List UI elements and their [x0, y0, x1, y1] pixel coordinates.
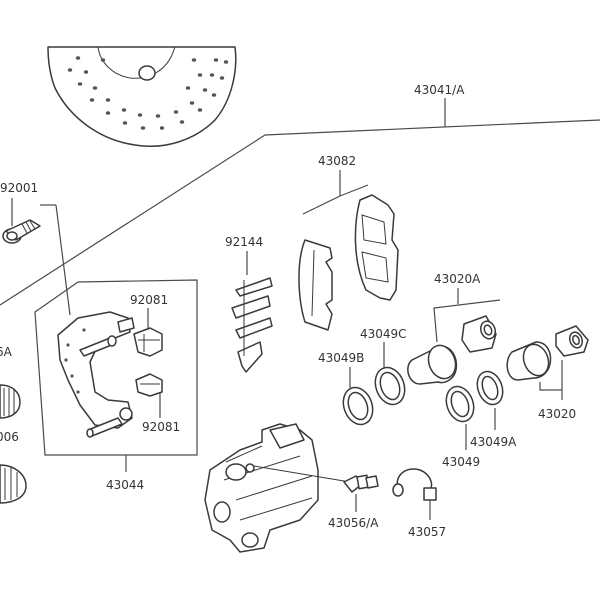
piston-43020a — [407, 344, 458, 385]
pad-spring-92144 — [231, 277, 273, 373]
edge-part-upper — [0, 384, 21, 419]
label-43049: 43049 — [442, 455, 480, 469]
label-edge-upper: 6A — [0, 345, 13, 359]
bleeder-43056-a — [343, 474, 379, 493]
label-43049b: 43049B — [318, 351, 364, 365]
leader-43020 — [539, 360, 563, 400]
label-43049a: 43049A — [470, 435, 517, 449]
label-43020a: 43020A — [434, 272, 481, 286]
label-43020: 43020 — [538, 407, 576, 421]
leader-92001-to-bracket — [55, 204, 71, 316]
label-92081-upper: 92081 — [130, 293, 168, 307]
label-edge-lower: 006 — [0, 430, 19, 444]
seal-43049c — [374, 366, 406, 406]
label-43049c: 43049C — [360, 327, 407, 341]
seal-43049 — [445, 385, 475, 423]
seal-43049a — [476, 370, 504, 406]
label-43057: 43057 — [408, 525, 446, 539]
bolt-92001 — [2, 219, 41, 244]
brake-disc — [47, 46, 237, 147]
label-43041-a: 43041/A — [414, 83, 465, 97]
edge-part-lower — [0, 464, 27, 504]
brake-pad-left — [298, 239, 333, 331]
label-92144: 92144 — [225, 235, 263, 249]
label-43082: 43082 — [318, 154, 356, 168]
assembly-bracket-line — [0, 119, 600, 306]
boot-92081-upper — [133, 327, 163, 357]
caliper-body — [204, 423, 351, 553]
piston-43020 — [506, 341, 552, 381]
label-92001: 92001 — [0, 181, 38, 195]
seal-43049b — [342, 386, 374, 426]
caliper-bracket — [57, 311, 135, 438]
label-43044: 43044 — [106, 478, 144, 492]
leader-43020a — [433, 288, 501, 343]
piston-43020a-insulator — [461, 315, 497, 353]
piston-43020-insulator — [555, 325, 589, 357]
label-92081-lower: 92081 — [142, 420, 180, 434]
cap-43057 — [392, 468, 437, 501]
brake-pad-right — [354, 194, 399, 301]
leader-43082 — [302, 170, 369, 215]
label-43056-a: 43056/A — [328, 516, 379, 530]
boot-92081-lower — [135, 373, 163, 397]
bracket-assembly-box — [34, 279, 198, 456]
